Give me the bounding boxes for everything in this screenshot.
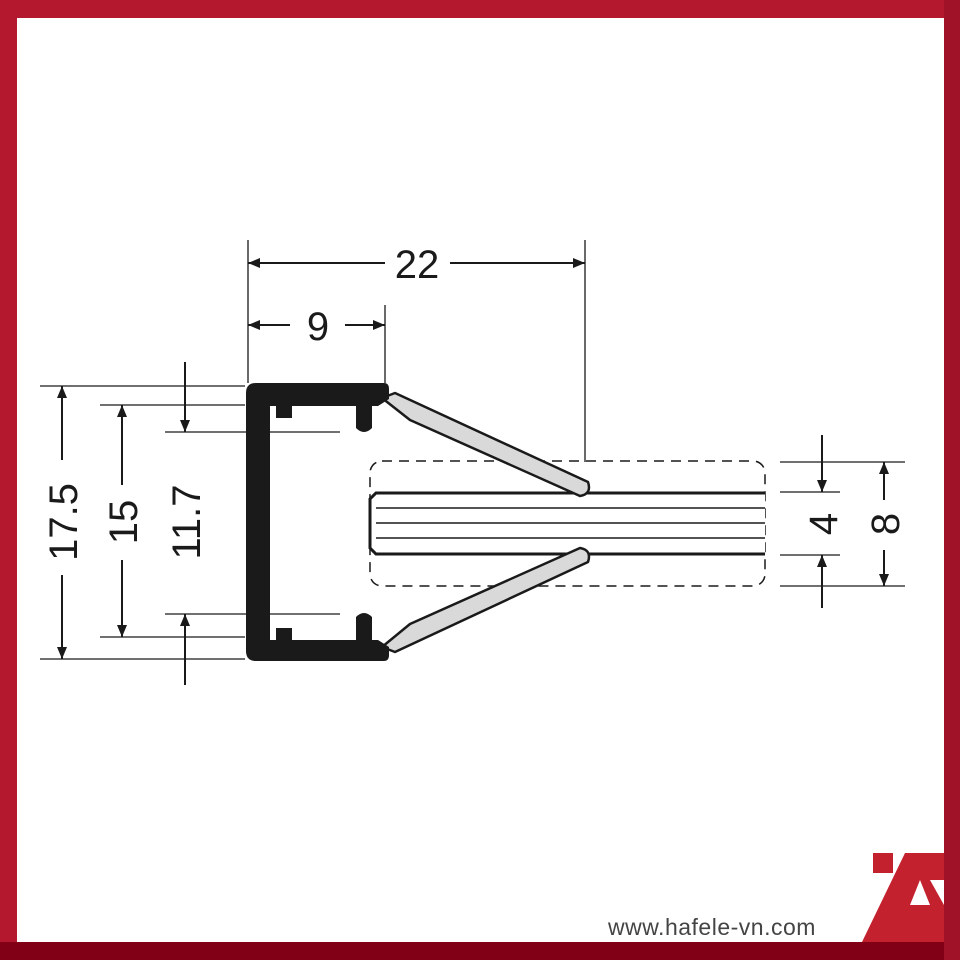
glass-panel bbox=[368, 491, 765, 556]
dimension-arrows bbox=[57, 258, 889, 685]
diagram-frame bbox=[17, 18, 944, 942]
dim-9: 9 bbox=[307, 305, 329, 349]
bottom-border bbox=[0, 942, 960, 960]
dim-22: 22 bbox=[395, 243, 440, 287]
dim-17-5: 17.5 bbox=[42, 483, 86, 561]
hafele-logo bbox=[862, 853, 944, 942]
dim-15: 15 bbox=[102, 500, 146, 545]
seal-fins bbox=[380, 391, 591, 654]
website-url: www.hafele-vn.com bbox=[608, 914, 816, 940]
dim-11-7: 11.7 bbox=[165, 485, 209, 560]
dimension-labels: 22 9 17.5 15 11.7 4 8 bbox=[42, 243, 908, 561]
dim-8: 8 bbox=[864, 513, 908, 535]
u-profile bbox=[246, 383, 389, 661]
dim-4: 4 bbox=[802, 513, 846, 535]
right-border bbox=[944, 0, 960, 960]
